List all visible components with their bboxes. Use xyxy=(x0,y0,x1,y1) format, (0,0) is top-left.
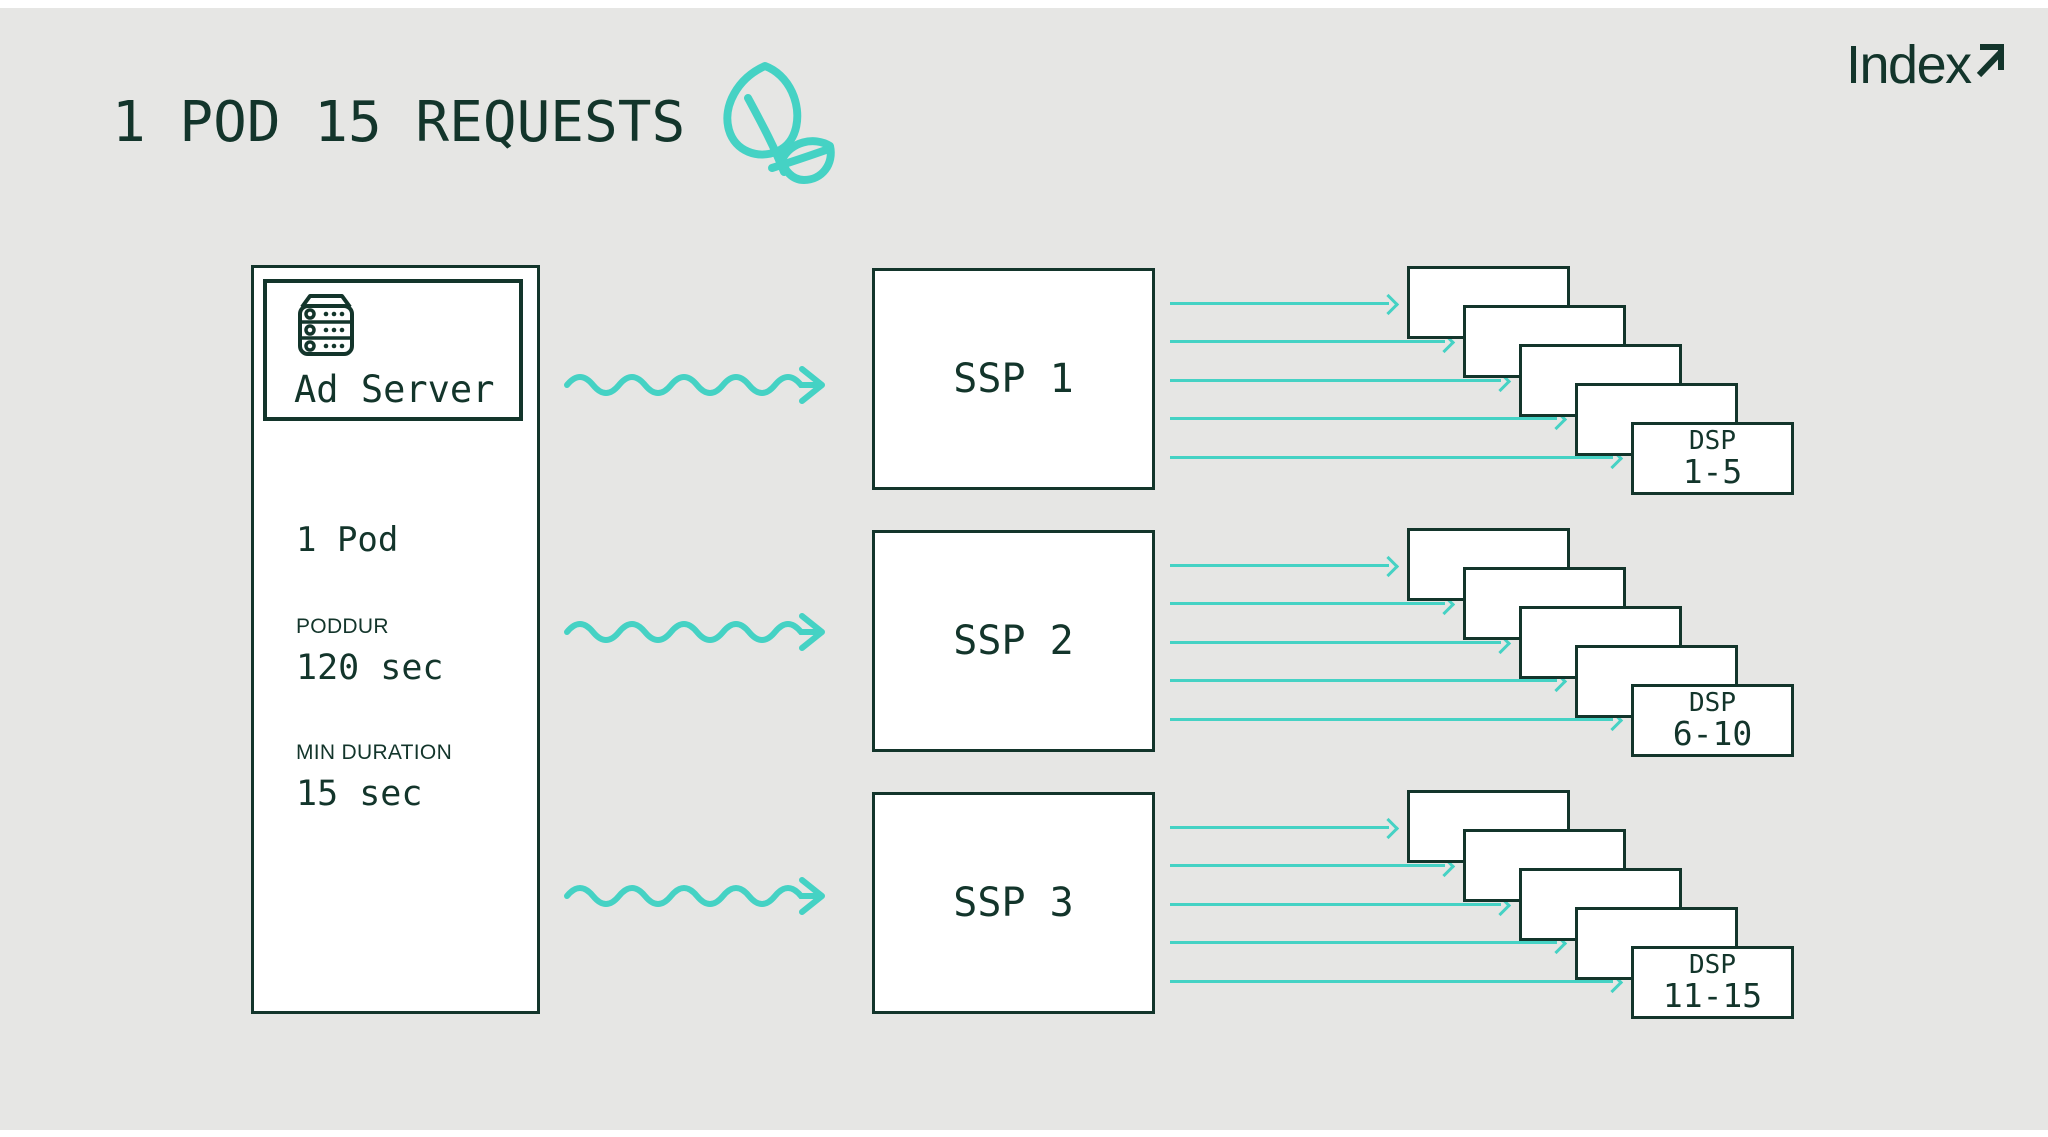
bottom-margin xyxy=(0,1130,2048,1137)
spec-value-poddur: 120 sec xyxy=(296,648,444,688)
ssp-box: SSP 1 xyxy=(872,268,1155,490)
dsp-range: 6-10 xyxy=(1672,713,1753,753)
brand-logo: Index xyxy=(1846,38,2006,92)
request-arrow xyxy=(1170,445,1624,469)
dsp-label: DSP xyxy=(1689,425,1736,456)
ssp-box: SSP 3 xyxy=(872,792,1155,1014)
request-arrow xyxy=(1170,630,1512,654)
request-arrow xyxy=(1170,330,1456,354)
brand-text: Index xyxy=(1846,35,1972,95)
pod-count: 1 Pod xyxy=(296,520,399,560)
wavy-arrow-icon xyxy=(564,877,825,915)
ssp-box: SSP 2 xyxy=(872,530,1155,752)
top-margin xyxy=(0,0,2048,8)
request-arrow xyxy=(1170,368,1512,392)
request-arrow xyxy=(1170,892,1512,916)
spec-label-poddur: PODDUR xyxy=(296,615,389,638)
dsp-label: DSP xyxy=(1689,949,1736,980)
ssp-label: SSP 3 xyxy=(953,880,1074,926)
request-arrow xyxy=(1170,707,1624,731)
dsp-card-front: DSP 1-5 xyxy=(1631,422,1794,495)
arrowhead-icon xyxy=(1377,293,1400,315)
dsp-card-front: DSP 6-10 xyxy=(1631,684,1794,757)
request-arrow xyxy=(1170,407,1568,431)
wavy-arrow-icon xyxy=(564,366,825,404)
request-arrow xyxy=(1170,931,1568,955)
request-arrow xyxy=(1170,854,1456,878)
ssp-label: SSP 2 xyxy=(953,618,1074,664)
dsp-range: 11-15 xyxy=(1662,975,1763,1015)
dsp-range: 1-5 xyxy=(1682,451,1743,491)
request-arrow xyxy=(1170,669,1568,693)
request-arrow xyxy=(1170,969,1624,993)
request-arrow xyxy=(1170,592,1456,616)
spec-value-min-duration: 15 sec xyxy=(296,774,423,814)
server-rack-icon xyxy=(294,292,358,362)
spec-label-min-duration: MIN DURATION xyxy=(296,741,453,764)
ssp-label: SSP 1 xyxy=(953,356,1074,402)
arrowhead-icon xyxy=(1377,555,1400,577)
arrowhead-icon xyxy=(1377,817,1400,839)
page-title: 1 POD 15 REQUESTS xyxy=(112,90,686,155)
request-arrow xyxy=(1170,815,1400,839)
dsp-card-front: DSP 11-15 xyxy=(1631,946,1794,1019)
wavy-arrow-icon xyxy=(564,613,825,651)
request-arrow xyxy=(1170,553,1400,577)
dsp-label: DSP xyxy=(1689,687,1736,718)
arrow-up-right-icon xyxy=(1976,44,2004,78)
request-arrow xyxy=(1170,291,1400,315)
leaf-icon xyxy=(702,56,842,190)
ad-server-label: Ad Server xyxy=(294,368,495,411)
